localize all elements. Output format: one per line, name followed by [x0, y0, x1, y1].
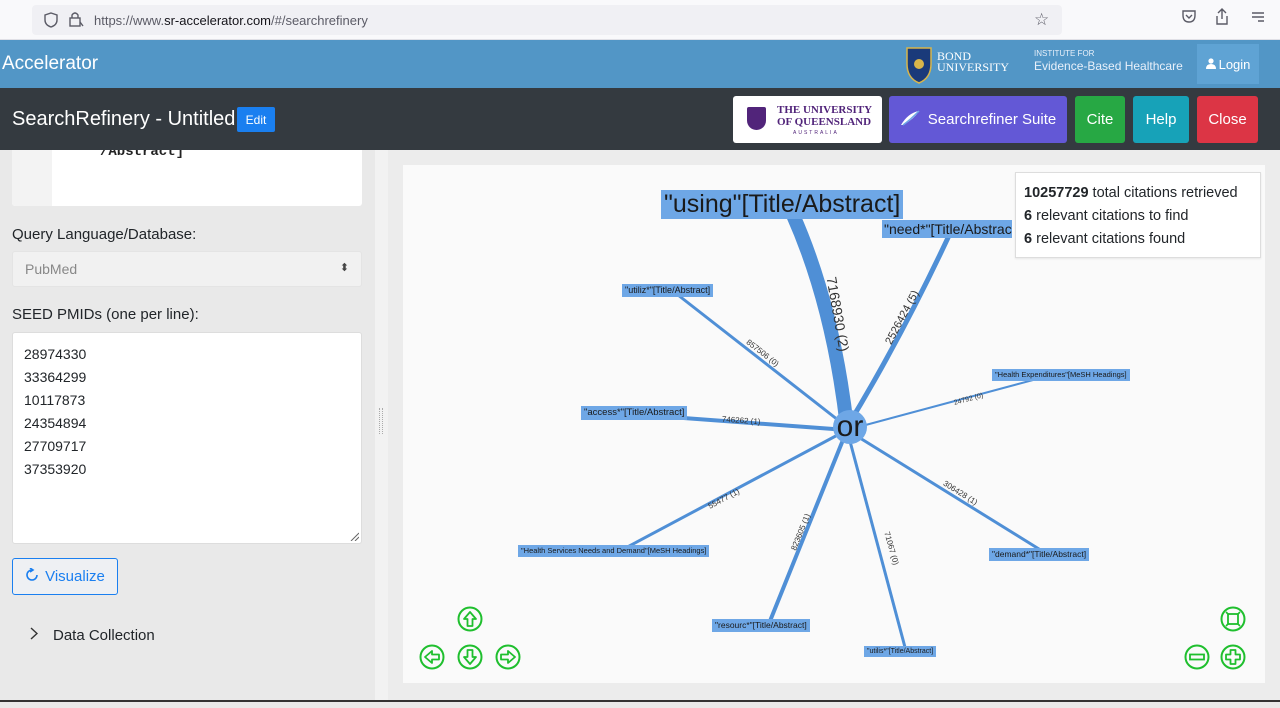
edge-label: 2526424 (5): [883, 289, 921, 347]
user-icon: [1205, 57, 1216, 72]
query-code-text[interactable]: /Abstract]: [100, 150, 185, 160]
ebhc-line2: Evidence-Based Healthcare: [1034, 59, 1183, 73]
login-button[interactable]: Login: [1197, 44, 1259, 84]
graph-node[interactable]: "Health Services Needs and Demand"[MeSH …: [518, 545, 710, 557]
graph-edges: 7168930 (2) 2526424 (5) 857506 (0) 74626…: [617, 212, 1049, 652]
app-navbar: SearchRefinery - Untitled Edit THE UNIVE…: [0, 88, 1280, 150]
edge-label: 746262 (1): [722, 415, 762, 427]
suite-label: Searchrefiner Suite: [927, 111, 1057, 128]
visualize-button[interactable]: Visualize: [12, 558, 118, 595]
pan-right-icon[interactable]: [495, 644, 521, 670]
edit-title-button[interactable]: Edit: [237, 107, 275, 132]
graph-edge[interactable]: [844, 225, 956, 429]
pan-up-icon[interactable]: [457, 606, 483, 632]
address-bar[interactable]: https://www.sr-accelerator.com/#/searchr…: [32, 5, 1062, 35]
ebhc-line1: INSTITUTE FOR: [1034, 49, 1095, 58]
relevant-found-line: 6 relevant citations found: [1024, 231, 1186, 247]
relevant-to-find-line: 6 relevant citations to find: [1024, 208, 1189, 224]
graph-center-node[interactable]: or: [833, 410, 867, 444]
fit-to-screen-icon[interactable]: [1220, 606, 1246, 632]
query-language-label: Query Language/Database:: [12, 226, 197, 243]
graph-edge[interactable]: [766, 429, 849, 627]
lock-icon[interactable]: [68, 11, 84, 33]
uq-crest-icon: [747, 107, 766, 130]
chevron-right-icon: [30, 627, 39, 644]
splitter-grip-icon[interactable]: [379, 408, 383, 434]
graph-edge[interactable]: [677, 293, 848, 429]
visualize-label: Visualize: [45, 568, 105, 585]
help-button[interactable]: Help: [1133, 96, 1189, 143]
edge-label: 55477 (1): [707, 487, 742, 511]
url-text[interactable]: https://www.sr-accelerator.com/#/searchr…: [94, 13, 368, 28]
panel-splitter[interactable]: [375, 150, 388, 700]
graph-node[interactable]: "need*"[Title/Abstract]: [882, 220, 1012, 238]
query-language-select[interactable]: PubMed ⬍: [12, 251, 362, 287]
query-language-value: PubMed: [25, 261, 78, 277]
pmid-line: 10117873: [24, 392, 86, 408]
graph-node[interactable]: "utiliz*"[Title/Abstract]: [622, 284, 714, 297]
searchrefiner-suite-button[interactable]: Searchrefiner Suite: [889, 96, 1067, 143]
query-sidebar: /Abstract] Query Language/Database: PubM…: [0, 150, 375, 700]
graph-node[interactable]: "Health Expenditures"[MeSH Headings]: [992, 369, 1130, 381]
graph-edge[interactable]: [846, 428, 1048, 556]
edge-label: 24792 (0): [953, 392, 984, 407]
graph-node[interactable]: "utilis*"[Title/Abstract]: [864, 646, 937, 657]
seed-pmids-label: SEED PMIDs (one per line):: [12, 306, 199, 323]
graph-edge[interactable]: [786, 212, 854, 428]
close-button[interactable]: Close: [1197, 96, 1258, 143]
graph-edge[interactable]: [846, 375, 1049, 431]
query-visualisation-graph[interactable]: 7168930 (2) 2526424 (5) 857506 (0) 74626…: [403, 165, 1265, 683]
browser-toolbar: https://www.sr-accelerator.com/#/searchr…: [0, 0, 1280, 40]
bond-name-line2: UNIVERSITY: [937, 60, 1009, 74]
pmid-line: 33364299: [24, 369, 87, 385]
pan-left-icon[interactable]: [419, 644, 445, 670]
pan-down-icon[interactable]: [457, 644, 483, 670]
login-label: Login: [1218, 56, 1251, 72]
seed-pmids-textarea[interactable]: 28974330 33364299 10117873 24354894 2770…: [12, 332, 362, 544]
query-editor[interactable]: /Abstract]: [12, 150, 362, 206]
share-icon[interactable]: [1214, 8, 1230, 31]
rocket-icon: [900, 109, 920, 130]
select-caret-icon: ⬍: [339, 262, 349, 274]
window-bottom-edge: [0, 700, 1280, 708]
graph-node[interactable]: "demand*"[Title/Abstract]: [989, 548, 1090, 561]
resize-grip-icon[interactable]: [349, 531, 359, 541]
refresh-icon: [25, 566, 39, 586]
cite-button[interactable]: Cite: [1075, 96, 1125, 143]
ebhc-logo: INSTITUTE FOR Evidence-Based Healthcare: [1034, 48, 1183, 72]
pocket-icon[interactable]: [1181, 8, 1197, 29]
zoom-in-icon[interactable]: [1220, 644, 1246, 670]
data-collection-toggle[interactable]: Data Collection: [30, 627, 155, 644]
graph-node[interactable]: "using"[Title/Abstract]: [661, 190, 904, 219]
editor-gutter: [12, 150, 52, 206]
bond-name-line1: BOND: [937, 49, 972, 63]
pmid-line: 24354894: [24, 415, 87, 431]
pmid-line: 37353920: [24, 461, 87, 477]
shield-icon[interactable]: [44, 12, 58, 33]
page-title: SearchRefinery - Untitled: [12, 108, 236, 130]
total-citations-line: 10257729 total citations retrieved: [1024, 185, 1238, 201]
citation-stats-box: 10257729 total citations retrieved 6 rel…: [1015, 172, 1261, 258]
edge-label: 71067 (0): [882, 531, 900, 567]
data-collection-label: Data Collection: [53, 627, 155, 644]
zoom-out-icon[interactable]: [1184, 644, 1210, 670]
graph-edge[interactable]: [845, 429, 908, 652]
graph-edge[interactable]: [617, 428, 848, 554]
uq-line2: OF QUEENSLAND: [777, 116, 872, 128]
uq-line1: THE UNIVERSITY: [777, 104, 873, 116]
pmid-line: 28974330: [24, 346, 87, 362]
menu-icon[interactable]: [1250, 8, 1266, 29]
graph-node[interactable]: "resourc*"[Title/Abstract]: [712, 619, 810, 632]
site-title[interactable]: Accelerator: [2, 53, 99, 74]
edge-label: 857506 (0): [745, 338, 781, 369]
graph-node[interactable]: "access*"[Title/Abstract]: [581, 406, 688, 420]
pmid-line: 27709717: [24, 438, 87, 454]
uq-line3: AUSTRALIA: [793, 130, 839, 136]
bookmark-star-icon[interactable]: ☆: [1034, 10, 1050, 29]
